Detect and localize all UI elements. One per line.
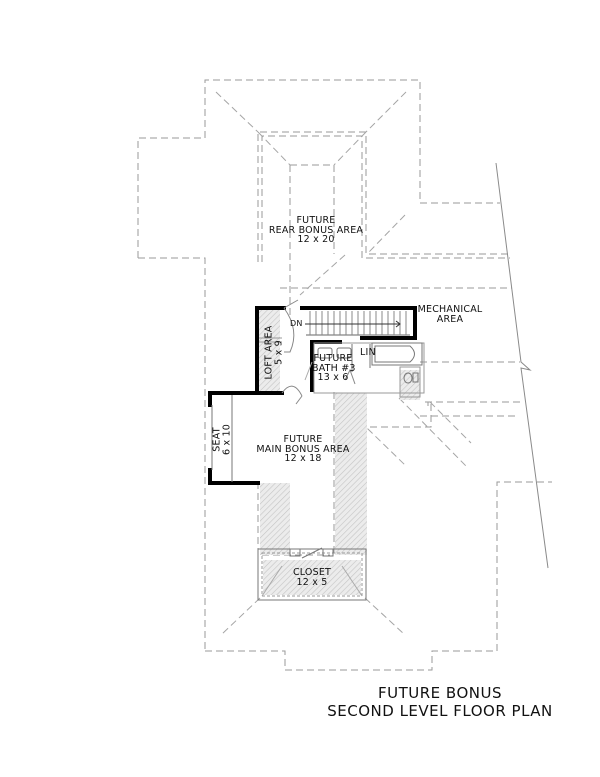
main-bonus-size: 12 x 18 (284, 453, 322, 464)
main-bonus-line2: MAIN BONUS AREA (256, 443, 350, 455)
bath-label: FUTURE BATH #3 13 x 6 (312, 353, 356, 383)
rear-bonus-area-label: FUTURE REAR BONUS AREA 12 x 20 (258, 216, 374, 245)
stairs (305, 311, 410, 336)
closet-line1: CLOSET (292, 567, 332, 578)
closet-size: 12 x 5 (296, 576, 328, 588)
mechanical-line1: MECHANICAL (417, 304, 483, 315)
plan-title-line2: SECOND LEVEL FLOOR PLAN (327, 702, 553, 720)
walls (208, 306, 417, 485)
bath-fixtures (313, 342, 425, 398)
rear-bonus-size: 12 x 20 (297, 234, 335, 245)
mechanical-area-label: MECHANICAL AREA (412, 305, 488, 324)
linen-label: LIN (360, 347, 376, 358)
loft-outline (259, 337, 282, 343)
door-swings (281, 299, 356, 405)
closet-outline (257, 547, 367, 601)
hatched-areas (258, 310, 420, 595)
seat-size: 6 x 10 (221, 424, 232, 455)
seat-outline (211, 395, 233, 482)
bath-line1: FUTURE (313, 353, 353, 364)
bath-size: 13 x 6 (317, 372, 349, 383)
main-bonus-line1: FUTURE (283, 434, 323, 445)
closet-label: CLOSET 12 x 5 (290, 568, 334, 587)
loft-area-label: LOFT AREA 5 x 9 (264, 325, 285, 381)
mechanical-line2: AREA (436, 313, 464, 325)
eave-line (495, 162, 549, 569)
plan-title: FUTURE BONUS SECOND LEVEL FLOOR PLAN (300, 684, 580, 720)
loft-size: 5 x 9 (273, 340, 284, 365)
rear-bonus-line2: REAR BONUS AREA (268, 224, 364, 236)
bath-line2: BATH #3 (312, 362, 356, 374)
main-bonus-area-label: FUTURE MAIN BONUS AREA 12 x 18 (255, 435, 351, 464)
roof-hip-lines (215, 91, 472, 635)
seat-label: SEAT 6 x 10 (212, 422, 233, 458)
stairs-dn-label: DN (290, 319, 303, 328)
plan-title-line1: FUTURE BONUS (378, 684, 502, 702)
rear-bonus-line1: FUTURE (296, 215, 336, 226)
